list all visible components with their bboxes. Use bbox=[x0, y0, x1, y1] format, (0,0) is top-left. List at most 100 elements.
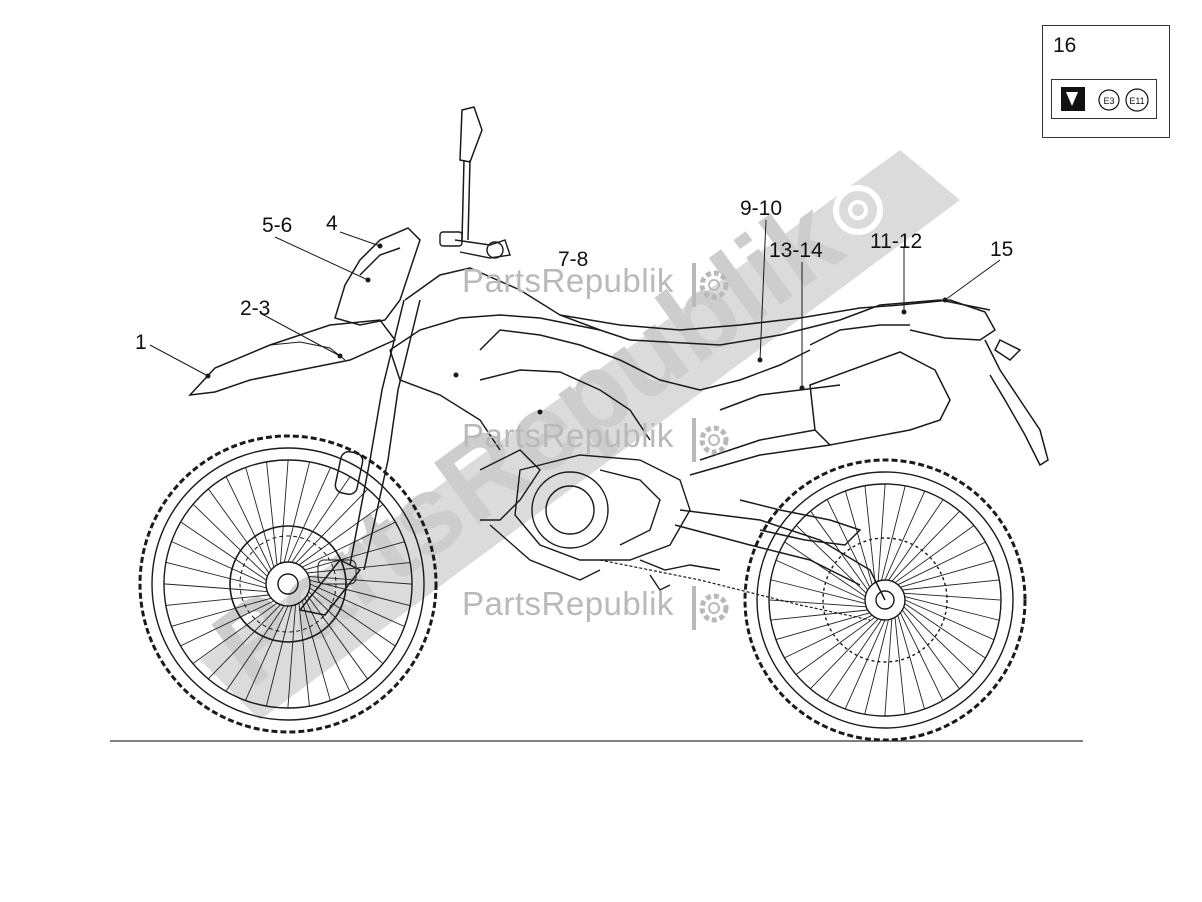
watermark-text-1: PartsRepublik bbox=[462, 262, 674, 299]
part-markers bbox=[205, 243, 948, 415]
rear-spoke bbox=[904, 603, 986, 659]
callout-9-10[interactable]: 9-10 bbox=[740, 197, 783, 220]
front-spoke bbox=[165, 561, 267, 589]
front-spoke bbox=[304, 541, 405, 571]
headlight-fairing bbox=[334, 227, 421, 326]
front-spoke bbox=[192, 503, 268, 577]
front-spoke bbox=[266, 461, 278, 565]
front-spoke bbox=[245, 605, 289, 701]
mark-e11: E11 bbox=[1129, 96, 1144, 106]
callout-5-6[interactable]: 5-6 bbox=[262, 214, 293, 237]
rear-spoke bbox=[904, 599, 995, 641]
rear-spoke bbox=[903, 592, 1002, 601]
rear-spoke bbox=[901, 609, 960, 690]
rear-spoke bbox=[784, 541, 866, 597]
watermark-text-3: PartsRepublik bbox=[462, 585, 674, 622]
front-spoke bbox=[225, 605, 285, 692]
front-spoke bbox=[304, 597, 351, 692]
rear-spoke bbox=[810, 618, 879, 690]
rear-spoke bbox=[864, 619, 889, 715]
leader-lines bbox=[149, 219, 1001, 388]
front-spoke bbox=[171, 541, 267, 585]
gear-icon bbox=[692, 263, 729, 307]
front-spoke bbox=[287, 604, 296, 709]
mirror-icon bbox=[459, 106, 483, 241]
seat bbox=[559, 304, 901, 331]
front-spoke bbox=[180, 521, 267, 581]
rear-spoke bbox=[826, 499, 871, 588]
rear-spoke bbox=[884, 490, 926, 581]
callout-15[interactable]: 15 bbox=[990, 238, 1014, 261]
front-fork bbox=[298, 299, 421, 616]
rear-spoke bbox=[810, 510, 869, 591]
footpeg bbox=[639, 559, 721, 591]
callout-2-3[interactable]: 2-3 bbox=[240, 297, 271, 320]
rear-spoke bbox=[888, 499, 944, 581]
front-spoke bbox=[298, 504, 384, 566]
approval-marks: E3 E11 bbox=[1051, 79, 1157, 119]
frame-body bbox=[479, 299, 991, 441]
rear-spoke bbox=[768, 599, 867, 608]
rear-spoke bbox=[844, 490, 873, 585]
callout-16[interactable]: 16 bbox=[1053, 34, 1077, 57]
front-spoke bbox=[309, 583, 405, 627]
rear-spoke bbox=[894, 617, 906, 715]
front-spoke bbox=[291, 476, 351, 563]
callout-11-12[interactable]: 11-12 bbox=[870, 230, 923, 253]
rear-spokes bbox=[768, 483, 1002, 717]
rear-spoke bbox=[903, 606, 975, 675]
rear-spoke bbox=[864, 485, 876, 583]
gear-icon bbox=[833, 185, 883, 235]
rear-spoke bbox=[891, 510, 960, 582]
front-spoke bbox=[298, 603, 310, 707]
rear-spoke bbox=[897, 541, 986, 586]
front-spoke bbox=[165, 594, 269, 606]
rear-spoke bbox=[795, 616, 876, 675]
front-spoke bbox=[171, 597, 272, 627]
legend-box: 16 E3 E11 bbox=[1042, 25, 1170, 138]
front-spoke bbox=[163, 583, 268, 592]
front-spoke bbox=[208, 488, 270, 574]
front-spoke bbox=[307, 562, 411, 574]
swingarm bbox=[674, 499, 886, 601]
headlight-icon bbox=[439, 231, 511, 259]
rear-spoke bbox=[902, 579, 1000, 591]
rear-spoke bbox=[894, 525, 975, 584]
rear-spoke bbox=[900, 559, 995, 588]
approval-mark-icon: E3 E11 bbox=[1061, 87, 1149, 112]
front-spoke bbox=[295, 488, 369, 564]
rear-spoke bbox=[877, 483, 886, 582]
front-spoke bbox=[280, 459, 289, 564]
front-spoke bbox=[225, 476, 272, 571]
rear-spoke bbox=[899, 612, 944, 701]
front-spoke bbox=[301, 600, 331, 701]
engine bbox=[479, 449, 691, 581]
callout-4[interactable]: 4 bbox=[326, 212, 338, 235]
front-spoke bbox=[309, 587, 396, 647]
front-spoke bbox=[265, 605, 293, 707]
chain bbox=[599, 559, 871, 621]
callout-1[interactable]: 1 bbox=[135, 331, 147, 354]
front-spoke bbox=[306, 594, 368, 680]
callout-13-14[interactable]: 13-14 bbox=[769, 239, 823, 262]
rear-spoke bbox=[826, 619, 882, 701]
callout-7-8[interactable]: 7-8 bbox=[558, 248, 589, 271]
front-spoke bbox=[283, 461, 311, 563]
rear-spoke bbox=[770, 579, 866, 604]
front-brake-disc bbox=[239, 535, 357, 633]
gear-icon bbox=[692, 586, 729, 630]
front-spoke bbox=[301, 521, 396, 568]
rear-spoke bbox=[881, 485, 906, 581]
front-spoke bbox=[245, 467, 275, 568]
front-spoke bbox=[180, 600, 275, 647]
front-spoke bbox=[207, 604, 281, 680]
front-spoke bbox=[192, 602, 278, 664]
gear-icon bbox=[692, 418, 729, 462]
front-spoke bbox=[308, 591, 384, 665]
watermark-text-2: PartsRepublik bbox=[462, 417, 674, 454]
rear-spoke bbox=[844, 619, 886, 710]
rear-spoke bbox=[784, 614, 873, 659]
rear-spoke bbox=[904, 596, 1000, 621]
rear-tail bbox=[899, 299, 1049, 467]
